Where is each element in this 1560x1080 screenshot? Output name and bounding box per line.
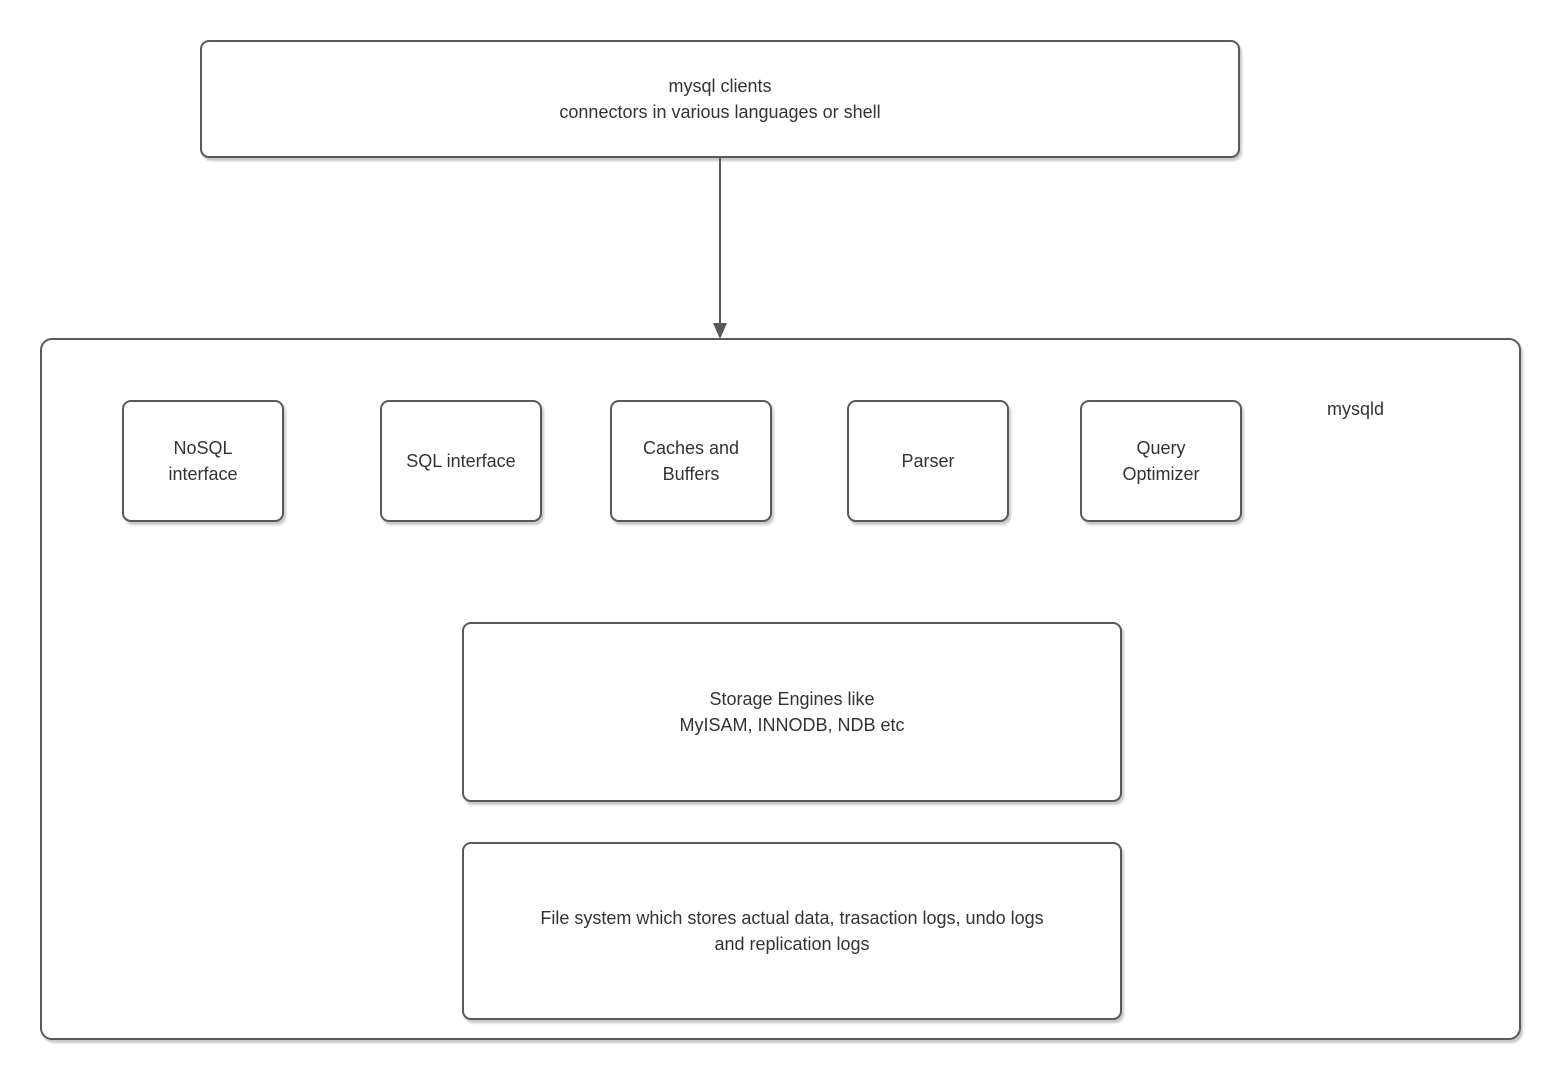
container-mysqld: mysqld NoSQL interface SQL interface Cac… [40, 338, 1521, 1040]
node-query-optimizer: Query Optimizer [1080, 400, 1242, 522]
node-mysql-clients-label: mysql clients connectors in various lang… [559, 75, 881, 122]
node-file-system: File system which stores actual data, tr… [462, 842, 1122, 1020]
node-nosql-interface-label: NoSQL interface [168, 437, 238, 484]
node-nosql-interface: NoSQL interface [122, 400, 284, 522]
node-mysql-clients: mysql clients connectors in various lang… [200, 40, 1240, 158]
node-caches-and-buffers-label: Caches and Buffers [642, 437, 740, 484]
clients-to-mysqld-arrow [713, 158, 727, 339]
arrow-head-down-icon [713, 323, 727, 339]
node-parser-label: Parser [901, 450, 955, 471]
mysqld-label: mysqld [1327, 399, 1385, 419]
node-query-optimizer-label: Query Optimizer [1122, 437, 1200, 484]
node-sql-interface: SQL interface [380, 400, 542, 522]
node-storage-engines: Storage Engines like MyISAM, INNODB, NDB… [462, 622, 1122, 802]
node-caches-and-buffers: Caches and Buffers [610, 400, 772, 522]
node-file-system-label: File system which stores actual data, tr… [540, 907, 1044, 954]
node-storage-engines-label: Storage Engines like MyISAM, INNODB, NDB… [679, 688, 905, 735]
node-sql-interface-label: SQL interface [406, 450, 516, 471]
node-parser: Parser [847, 400, 1009, 522]
